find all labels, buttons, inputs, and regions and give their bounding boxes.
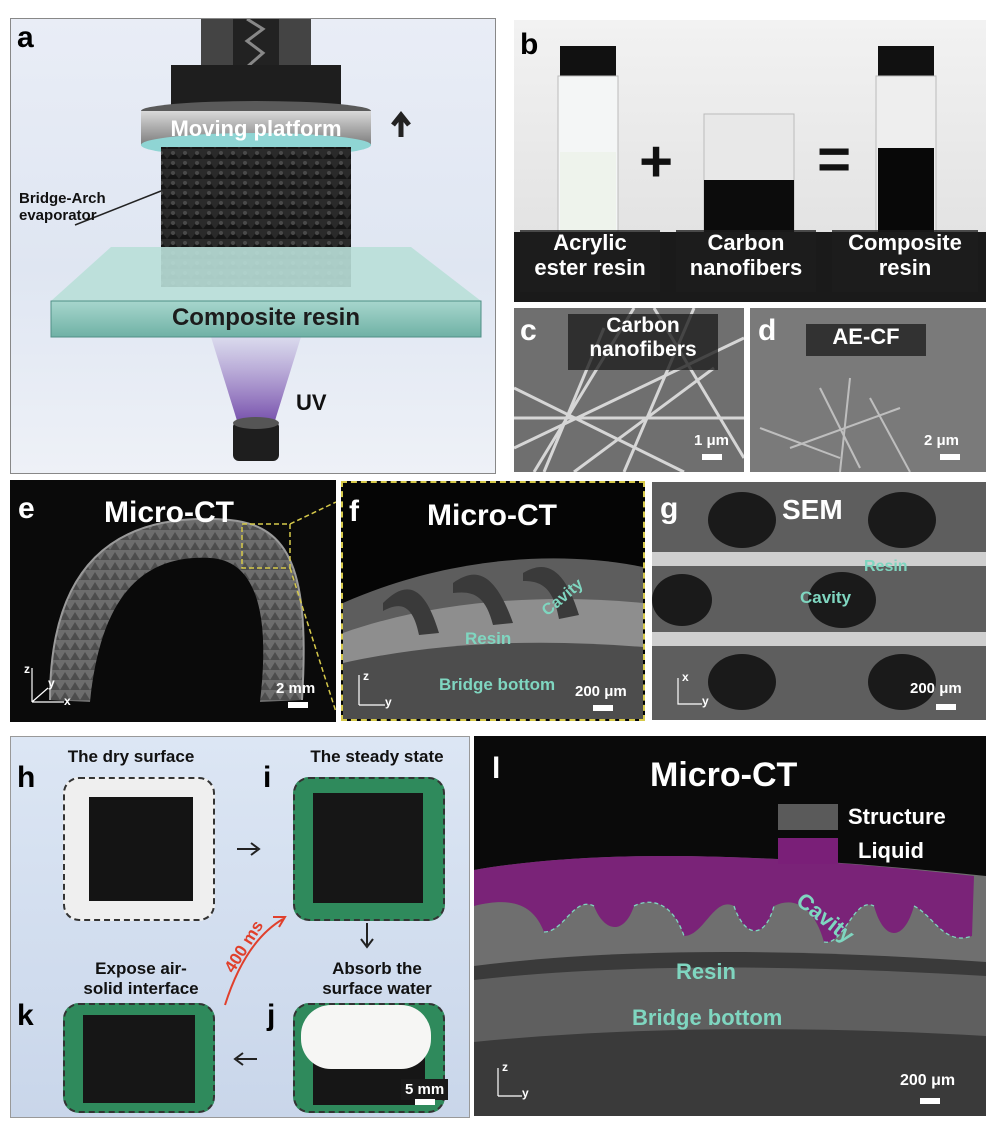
panel-label-e: e: [18, 492, 35, 525]
panel-g: g SEM Resin Cavity x y 200 μm: [652, 482, 986, 720]
axis-x-e: x: [64, 694, 71, 708]
micro-ct-title-e: Micro-CT: [104, 496, 234, 529]
cavity-label-g: Cavity: [800, 588, 852, 607]
ae-cf-title: AE-CF: [806, 324, 926, 356]
bridge-bottom-label-f: Bridge bottom: [439, 675, 556, 694]
panel-label-c: c: [520, 314, 537, 347]
axis-z-e: z: [24, 662, 30, 676]
moving-platform-label: Moving platform: [170, 116, 342, 141]
panel-l: l Micro-CT Structure Liquid Cavity Resin…: [474, 736, 986, 1116]
bridge-bottom-label-l: Bridge bottom: [632, 1005, 783, 1030]
equals-sign: =: [817, 127, 851, 192]
panel-a: a Moving platform Bridge-Arch evaporator…: [10, 18, 496, 474]
scale-text-e: 2 mm: [276, 680, 316, 697]
micro-ct-arch: [49, 501, 336, 713]
axis-x-g: x: [682, 670, 689, 684]
photo-k: [63, 1003, 215, 1113]
axes-g: x y: [672, 668, 718, 714]
panel-label-i: i: [263, 761, 272, 794]
process-arrows: [224, 842, 374, 1066]
uv-label: UV: [296, 390, 327, 415]
carbon-nanofibers-title: Carbon nanofibers: [568, 314, 718, 370]
resin-label-f: Resin: [465, 629, 512, 648]
axis-z-l: z: [502, 1060, 508, 1074]
scale-text-j: 5 mm: [401, 1079, 449, 1100]
caption-k: Expose air- solid interface: [83, 959, 199, 999]
scale-text-f: 200 μm: [575, 683, 627, 700]
panel-label-j: j: [267, 999, 276, 1032]
vial-label-acrylic: Acrylic ester resin: [520, 230, 660, 292]
scale-bar-c: [702, 454, 722, 460]
axis-y-e: y: [48, 676, 55, 690]
scale-bar-e: [288, 702, 308, 708]
printer-illustration: [50, 19, 482, 461]
scale-text-l: 200 μm: [900, 1072, 956, 1089]
resin-label-g: Resin: [864, 558, 908, 575]
scale-bar-g: [936, 704, 956, 710]
panel-label-a: a: [17, 21, 34, 54]
photo-h: [63, 777, 215, 921]
photo-j: [293, 1003, 445, 1113]
composite-resin-label: Composite resin: [171, 304, 361, 331]
panel-e: e Micro-CT z y x 2 mm: [10, 480, 336, 722]
micro-ct-liquid-l: [474, 855, 986, 1116]
scale-text-c: 1 μm: [694, 432, 730, 449]
panel-d: d AE-CF 2 μm: [750, 308, 986, 472]
axis-y-g: y: [702, 694, 709, 708]
evaporator-label: Bridge-Arch evaporator: [19, 190, 106, 224]
panel-label-l: l: [492, 752, 501, 785]
panel-f: f Micro-CT Cavity Resin Bridge bottom z …: [341, 481, 645, 721]
panel-label-f: f: [349, 495, 359, 528]
micro-ct-title-f: Micro-CT: [427, 499, 557, 532]
micro-ct-title-l: Micro-CT: [650, 756, 798, 794]
panel-label-d: d: [758, 314, 777, 347]
legend-swatch-liquid: [778, 838, 838, 864]
scale-bar-d: [940, 454, 960, 460]
panel-c: c Carbon nanofibers 1 μm: [514, 308, 744, 472]
panel-label-k: k: [17, 999, 34, 1032]
axis-y-l: y: [522, 1086, 529, 1100]
scale-bar-f: [593, 705, 613, 711]
panels-h-k: h The dry surface i The steady state k E…: [10, 736, 470, 1118]
axis-y-f: y: [385, 695, 392, 709]
legend-swatch-structure: [778, 804, 838, 830]
legend-label-liquid: Liquid: [858, 838, 924, 863]
sem-cross-section-g: [652, 492, 986, 710]
scale-bar-j: [415, 1099, 435, 1105]
scale-text-d: 2 μm: [924, 432, 960, 449]
axes-e: z y x: [24, 662, 71, 708]
sem-title: SEM: [782, 494, 843, 525]
resin-label-l: Resin: [676, 959, 736, 984]
scale-bar-l: [920, 1098, 940, 1104]
vial-label-composite: Composite resin: [832, 230, 978, 292]
axes-f: z y: [349, 669, 395, 715]
sem-composite-d: [759, 377, 911, 472]
panel-label-h: h: [17, 761, 36, 794]
caption-j: Absorb the surface water: [322, 959, 432, 999]
panel-label-b: b: [520, 28, 539, 61]
scale-text-g: 200 μm: [910, 680, 962, 697]
photo-i: [293, 777, 445, 921]
axis-z-f: z: [363, 669, 369, 683]
panel-b: b + = Acrylic ester resin Carbon nanofib…: [514, 20, 986, 302]
legend-label-structure: Structure: [848, 804, 946, 829]
axes-l: z y: [488, 1060, 534, 1106]
caption-i: The steady state: [310, 747, 444, 766]
panel-label-g: g: [660, 492, 679, 525]
caption-h: The dry surface: [67, 747, 195, 766]
vial-label-carbon: Carbon nanofibers: [676, 230, 816, 292]
micro-ct-section-f: [343, 558, 643, 719]
plus-sign: +: [639, 129, 673, 194]
